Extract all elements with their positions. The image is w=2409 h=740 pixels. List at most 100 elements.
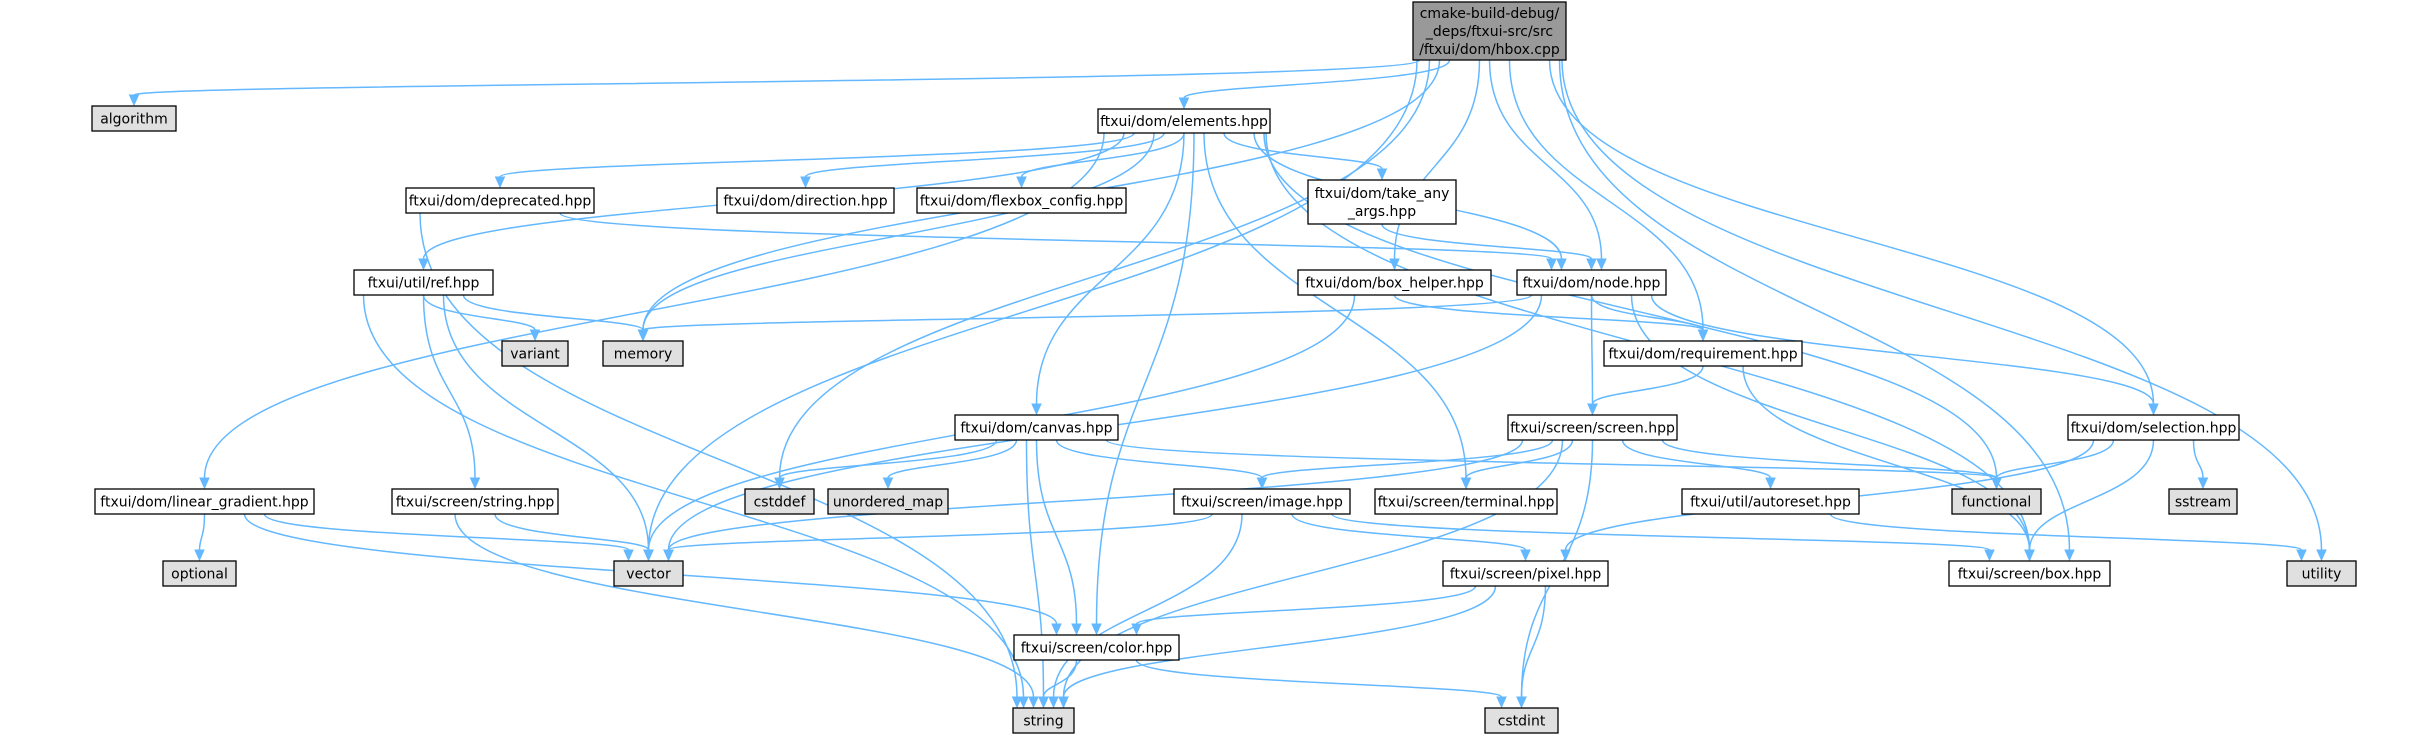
edge-selection-to-sstream <box>2192 439 2209 490</box>
node-flexbox-config[interactable]: ftxui/dom/flexbox_config.hpp <box>916 187 1127 214</box>
node-label: _args.hpp <box>1347 204 1416 220</box>
edge-screen-to-terminal <box>1460 439 1574 490</box>
node-memory[interactable]: memory <box>602 340 684 367</box>
node-label: optional <box>171 567 228 583</box>
node-optional[interactable]: optional <box>162 560 237 587</box>
node-hbox[interactable]: cmake-build-debug/ _deps/ftxui-src/src/ft… <box>1412 1 1567 61</box>
edge-node-to-requirement <box>1590 294 1709 342</box>
node-linear-gradient[interactable]: ftxui/dom/linear_gradient.hpp <box>94 488 315 515</box>
edge-selection-to-box <box>2024 439 2155 562</box>
edge-color-to-string <box>1038 659 1078 709</box>
node-image[interactable]: ftxui/screen/image.hpp <box>1173 488 1351 515</box>
node-unordered-map[interactable]: unordered_map <box>827 488 949 515</box>
edge-requirement-to-screen <box>1587 365 1704 416</box>
node-label: utility <box>2302 567 2342 583</box>
edge-canvas-to-color <box>1035 439 1082 636</box>
node-string-hpp[interactable]: ftxui/screen/string.hpp <box>391 488 559 515</box>
node-pixel[interactable]: ftxui/screen/pixel.hpp <box>1442 560 1609 587</box>
node-algorithm[interactable]: algorithm <box>91 105 177 132</box>
edge-image-to-vector <box>663 513 1213 562</box>
node-canvas[interactable]: ftxui/dom/canvas.hpp <box>954 414 1119 441</box>
edge-hbox-to-box_helper <box>1389 59 1481 271</box>
edge-ref-to-vector <box>442 294 654 562</box>
node-direction[interactable]: ftxui/dom/direction.hpp <box>716 187 895 214</box>
dependency-edges <box>128 59 2327 709</box>
edge-ref-to-variant <box>422 294 541 342</box>
node-selection[interactable]: ftxui/dom/selection.hpp <box>2067 414 2240 441</box>
edge-canvas-to-unordered_map <box>882 439 1018 490</box>
node-label: ftxui/util/ref.hpp <box>368 276 480 292</box>
node-screen[interactable]: ftxui/screen/screen.hpp <box>1507 414 1678 441</box>
node-vector[interactable]: vector <box>613 560 684 587</box>
edge-deprecated-to-string <box>419 212 1023 709</box>
node-variant[interactable]: variant <box>501 340 569 367</box>
edge-screen-to-autoreset <box>1621 439 1776 490</box>
edge-screen-to-functional <box>1661 439 2002 490</box>
node-label: variant <box>510 347 560 363</box>
edge-image-to-box <box>1331 513 1995 562</box>
edge-hbox-to-utility <box>1561 59 2327 562</box>
edge-autoreset-to-utility <box>1829 513 2307 562</box>
edge-hbox-to-vector <box>643 59 1418 562</box>
edge-elements-to-canvas <box>1031 132 1185 416</box>
edge-canvas-to-string <box>1025 439 1049 709</box>
node-label: ftxui/dom/linear_gradient.hpp <box>100 495 309 511</box>
edge-ref-to-string_hpp <box>422 294 481 490</box>
node-sstream[interactable]: sstream <box>2168 488 2238 515</box>
node-requirement[interactable]: ftxui/dom/requirement.hpp <box>1603 340 1803 367</box>
node-label: vector <box>626 567 671 583</box>
node-ref[interactable]: ftxui/util/ref.hpp <box>353 269 494 296</box>
node-label: memory <box>614 347 673 363</box>
node-label: ftxui/dom/requirement.hpp <box>1608 347 1797 363</box>
edge-node-to-selection <box>1650 294 2159 416</box>
node-label: ftxui/screen/pixel.hpp <box>1450 567 1602 583</box>
edge-elements-to-color <box>1091 132 1195 636</box>
node-label: ftxui/screen/string.hpp <box>396 495 555 511</box>
edge-hbox-to-box <box>1558 59 2075 562</box>
node-elements[interactable]: ftxui/dom/elements.hpp <box>1097 108 1271 134</box>
node-label: cmake-build-debug/ <box>1420 6 1560 22</box>
node-utility[interactable]: utility <box>2286 560 2357 587</box>
edge-node-to-memory <box>637 294 1533 342</box>
edge-string_hpp-to-string <box>454 513 1039 709</box>
node-string[interactable]: string <box>1012 707 1075 734</box>
node-label: ftxui/screen/screen.hpp <box>1510 421 1675 437</box>
node-label: ftxui/dom/selection.hpp <box>2071 421 2237 437</box>
edge-canvas-to-cstddef <box>774 439 998 490</box>
node-deprecated[interactable]: ftxui/dom/deprecated.hpp <box>405 187 595 214</box>
node-label: ftxui/screen/image.hpp <box>1181 495 1343 511</box>
node-label: /ftxui/dom/hbox.cpp <box>1419 42 1560 58</box>
edge-linear_gradient-to-vector <box>263 513 634 562</box>
node-label: ftxui/screen/color.hpp <box>1021 641 1173 657</box>
edge-hbox-to-algorithm <box>128 59 1421 107</box>
node-functional[interactable]: functional <box>1951 488 2042 515</box>
node-label: ftxui/screen/box.hpp <box>1958 567 2102 583</box>
edge-hbox-to-elements <box>1178 59 1451 110</box>
node-box-helper[interactable]: ftxui/dom/box_helper.hpp <box>1297 269 1492 296</box>
node-label: ftxui/screen/terminal.hpp <box>1378 495 1555 511</box>
node-node[interactable]: ftxui/dom/node.hpp <box>1516 269 1667 296</box>
edge-canvas-to-functional <box>1105 439 2002 490</box>
node-label: unordered_map <box>833 495 943 511</box>
node-label: ftxui/dom/canvas.hpp <box>960 421 1112 437</box>
node-label: sstream <box>2175 495 2231 511</box>
node-color[interactable]: ftxui/screen/color.hpp <box>1013 634 1180 661</box>
node-box[interactable]: ftxui/screen/box.hpp <box>1948 560 2111 587</box>
node-cstdint[interactable]: cstdint <box>1484 707 1559 734</box>
node-label: _deps/ftxui-src/src <box>1425 24 1553 40</box>
node-autoreset[interactable]: ftxui/util/autoreset.hpp <box>1681 488 1860 515</box>
node-label: ftxui/util/autoreset.hpp <box>1690 495 1851 511</box>
node-label: ftxui/dom/deprecated.hpp <box>409 194 592 210</box>
node-cstddef[interactable]: cstddef <box>744 488 815 515</box>
edge-pixel-to-color <box>1131 585 1477 636</box>
edge-elements-to-take_any_args <box>1223 132 1388 181</box>
node-label: algorithm <box>100 112 168 128</box>
node-terminal[interactable]: ftxui/screen/terminal.hpp <box>1374 488 1558 515</box>
edge-requirement-to-box <box>1742 365 2035 562</box>
node-take-any-args[interactable]: ftxui/dom/take_any_args.hpp <box>1307 179 1457 225</box>
node-label: ftxui/dom/direction.hpp <box>723 194 887 210</box>
edge-color-to-cstdint <box>1135 659 1507 709</box>
edge-node-to-box <box>1630 294 2035 562</box>
edge-hbox-to-node <box>1488 59 1607 271</box>
